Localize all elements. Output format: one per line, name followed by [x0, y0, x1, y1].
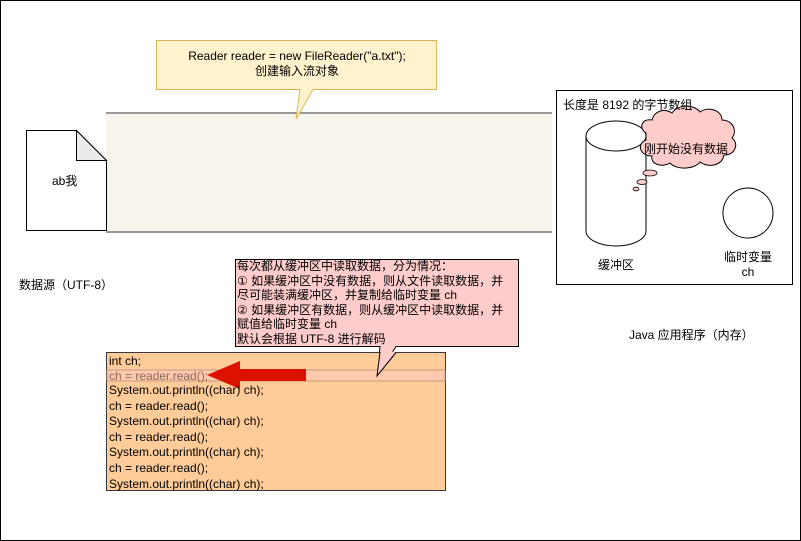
temp-var-label-line1: 临时变量	[723, 250, 772, 264]
note-line: 默认会根据 UTF-8 进行解码	[237, 331, 386, 346]
note-line: 尽可能装满缓冲区，并复制给临时变量 ch	[237, 288, 458, 302]
note-line: ① 如果缓冲区中没有数据，则从文件读取数据，并	[237, 273, 504, 288]
note-line: 赋值给临时变量 ch	[237, 317, 338, 331]
code-line: ch = reader.read();	[109, 460, 209, 475]
temp-var-label-line2: ch	[741, 265, 755, 279]
code-lines: int ch; ch = reader.read(); System.out.p…	[107, 354, 445, 492]
callout-top-shape	[156, 40, 437, 120]
file-content-label: ab我	[52, 174, 78, 188]
note-line: 每次都从缓冲区中读取数据，分为情况：	[237, 259, 454, 273]
buffer-cylinder-icon	[585, 120, 647, 247]
stream-pipe	[106, 113, 552, 232]
byte-array-title: 长度是 8192 的字节数组	[563, 98, 693, 112]
java-app-caption: Java 应用程序（内存）	[629, 328, 754, 342]
callout-top-line2: 创建输入流对象	[254, 64, 339, 78]
code-line-highlighted: ch = reader.read();	[109, 369, 209, 383]
code-line: ch = reader.read();	[109, 398, 209, 413]
callout-top-line1: Reader reader = new FileReader("a.txt");	[188, 49, 406, 63]
code-line: System.out.println((char) ch);	[109, 414, 264, 429]
temp-variable-circle	[722, 187, 774, 239]
read-arrow-icon	[207, 361, 306, 389]
note-line: ② 如果缓冲区有数据，则从缓冲区中读取数据，并	[237, 302, 504, 317]
callout-top-text: Reader reader = new FileReader("a.txt");…	[160, 49, 434, 79]
data-source-caption: 数据源（UTF-8）	[19, 278, 113, 292]
note-text: 每次都从缓冲区中读取数据，分为情况： ① 如果缓冲区中没有数据，则从文件读取数据…	[237, 259, 503, 346]
thought-cloud-icon	[632, 105, 737, 192]
code-line: ch = reader.read();	[109, 429, 209, 444]
code-line: System.out.println((char) ch);	[109, 476, 264, 491]
thought-cloud-text: 刚开始没有数据	[644, 142, 729, 156]
code-line: int ch;	[109, 354, 142, 368]
code-line: System.out.println((char) ch);	[109, 445, 264, 460]
buffer-label: 缓冲区	[598, 258, 635, 272]
code-line: System.out.println((char) ch);	[109, 383, 264, 397]
file-fold-corner	[76, 129, 108, 161]
